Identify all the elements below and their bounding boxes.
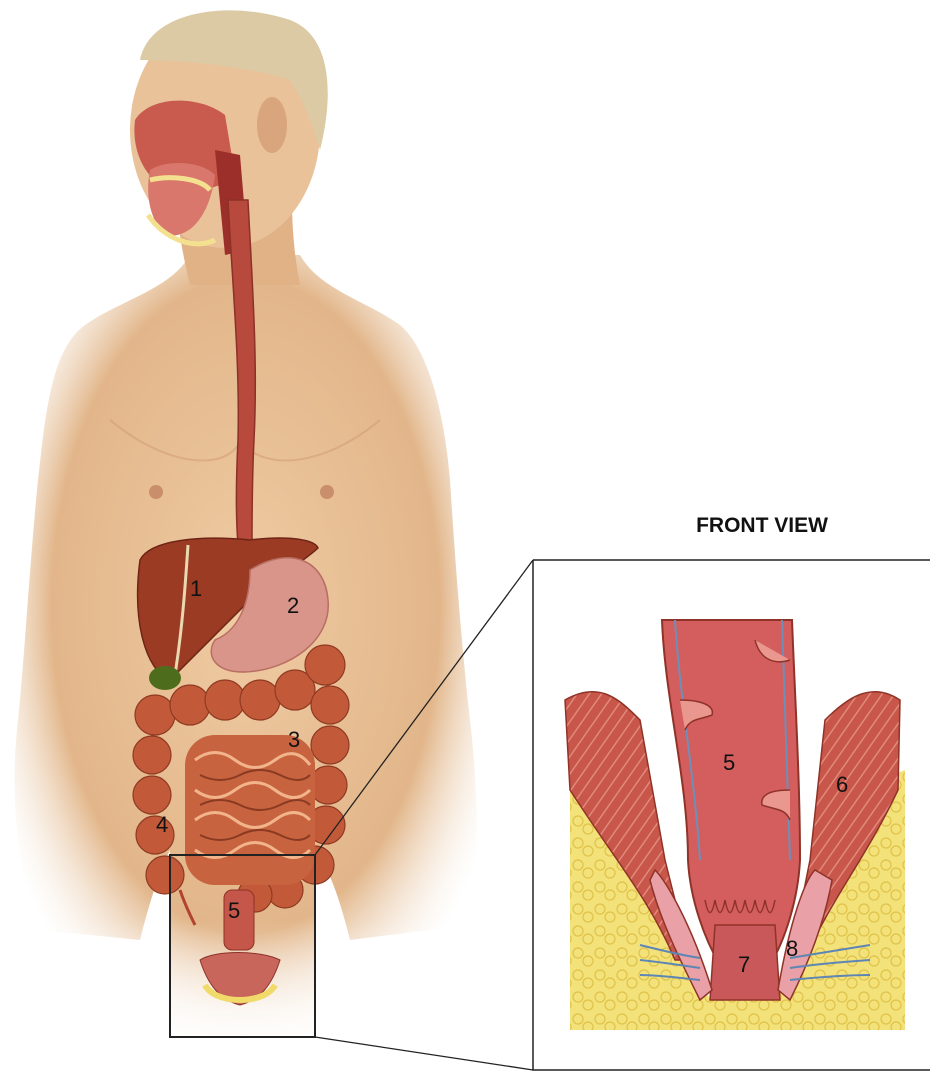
label-1: 1: [190, 576, 202, 601]
ear: [257, 97, 287, 153]
label-2: 2: [287, 593, 299, 618]
anal-canal-cross-section: [565, 620, 905, 1030]
label-5-body: 5: [228, 898, 240, 923]
nipple-left: [149, 485, 163, 499]
small-intestine: [185, 735, 315, 885]
label-3: 3: [288, 727, 300, 752]
nipple-right: [320, 485, 334, 499]
label-8: 8: [786, 936, 798, 961]
label-4: 4: [156, 812, 168, 837]
label-6: 6: [836, 772, 848, 797]
label-5-inset: 5: [723, 750, 735, 775]
gallbladder: [149, 666, 181, 690]
label-7: 7: [738, 952, 750, 977]
inset-title: FRONT VIEW: [696, 514, 828, 537]
